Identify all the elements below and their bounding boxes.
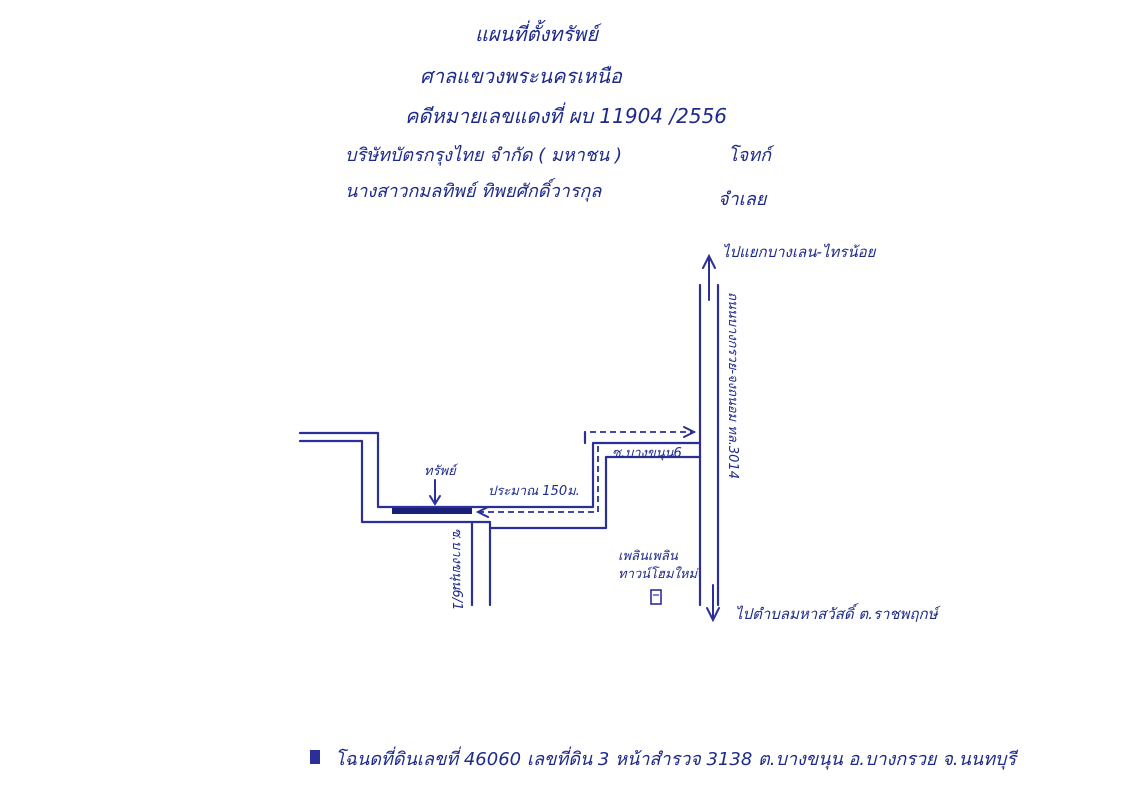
route-arrow-head bbox=[683, 426, 697, 438]
property-label: ทรัพย์ bbox=[424, 464, 456, 479]
defendant-label: จำเลย bbox=[718, 189, 767, 210]
property-parcel bbox=[392, 508, 472, 514]
legend-text: โฉนดที่ดินเลขที่ 46060 เลขที่ดิน 3 หน้าส… bbox=[335, 749, 1017, 770]
route-dashed-soi bbox=[478, 446, 599, 513]
soi-upper-edge bbox=[298, 431, 702, 509]
soi-lower-edge-right bbox=[488, 455, 702, 530]
route-arrow-tail bbox=[475, 506, 489, 518]
south-arrow-head bbox=[706, 607, 720, 623]
north-destination: ไปแยกบางเลน-ไทรน้อย bbox=[722, 243, 876, 261]
soi-lower-edge-left bbox=[298, 439, 492, 524]
defendant-name: นางสาวกมลทิพย์ ทิพยศักดิ์วารกุล bbox=[345, 181, 602, 202]
case-number: คดีหมายเลขแดงที่ ผบ 11904 /2556 bbox=[405, 104, 728, 128]
legend-swatch bbox=[310, 750, 320, 764]
property-pointer-head bbox=[429, 495, 441, 506]
court-name: ศาลแขวงพระนครเหนือ bbox=[420, 64, 622, 88]
main-road-name: ถนนบางกรวย-จงถนอม ทล.3014 bbox=[725, 292, 740, 479]
plaintiff-name: บริษัทบัตรกรุงไทย จำกัด ( มหาชน ) bbox=[345, 145, 622, 166]
soi-top-name: ซ.บางขนุน6 bbox=[612, 446, 682, 461]
townhome-icon bbox=[650, 589, 662, 605]
landmark-label: เพลินเพลิน ทาวน์โฮมใหม่ bbox=[618, 549, 698, 582]
distance-label: ประมาณ 150ม. bbox=[488, 484, 580, 499]
soi-bottom-name: ซ.บางขนุน6/1 bbox=[449, 528, 464, 611]
map-title: แผนที่ตั้งทรัพย์ bbox=[475, 22, 599, 46]
north-arrow-head bbox=[702, 253, 716, 269]
south-destination: ไปตำบลมหาสวัสดิ์ ต.ราชพฤกษ์ bbox=[735, 605, 938, 623]
plaintiff-label: โจทก์ bbox=[728, 145, 771, 166]
